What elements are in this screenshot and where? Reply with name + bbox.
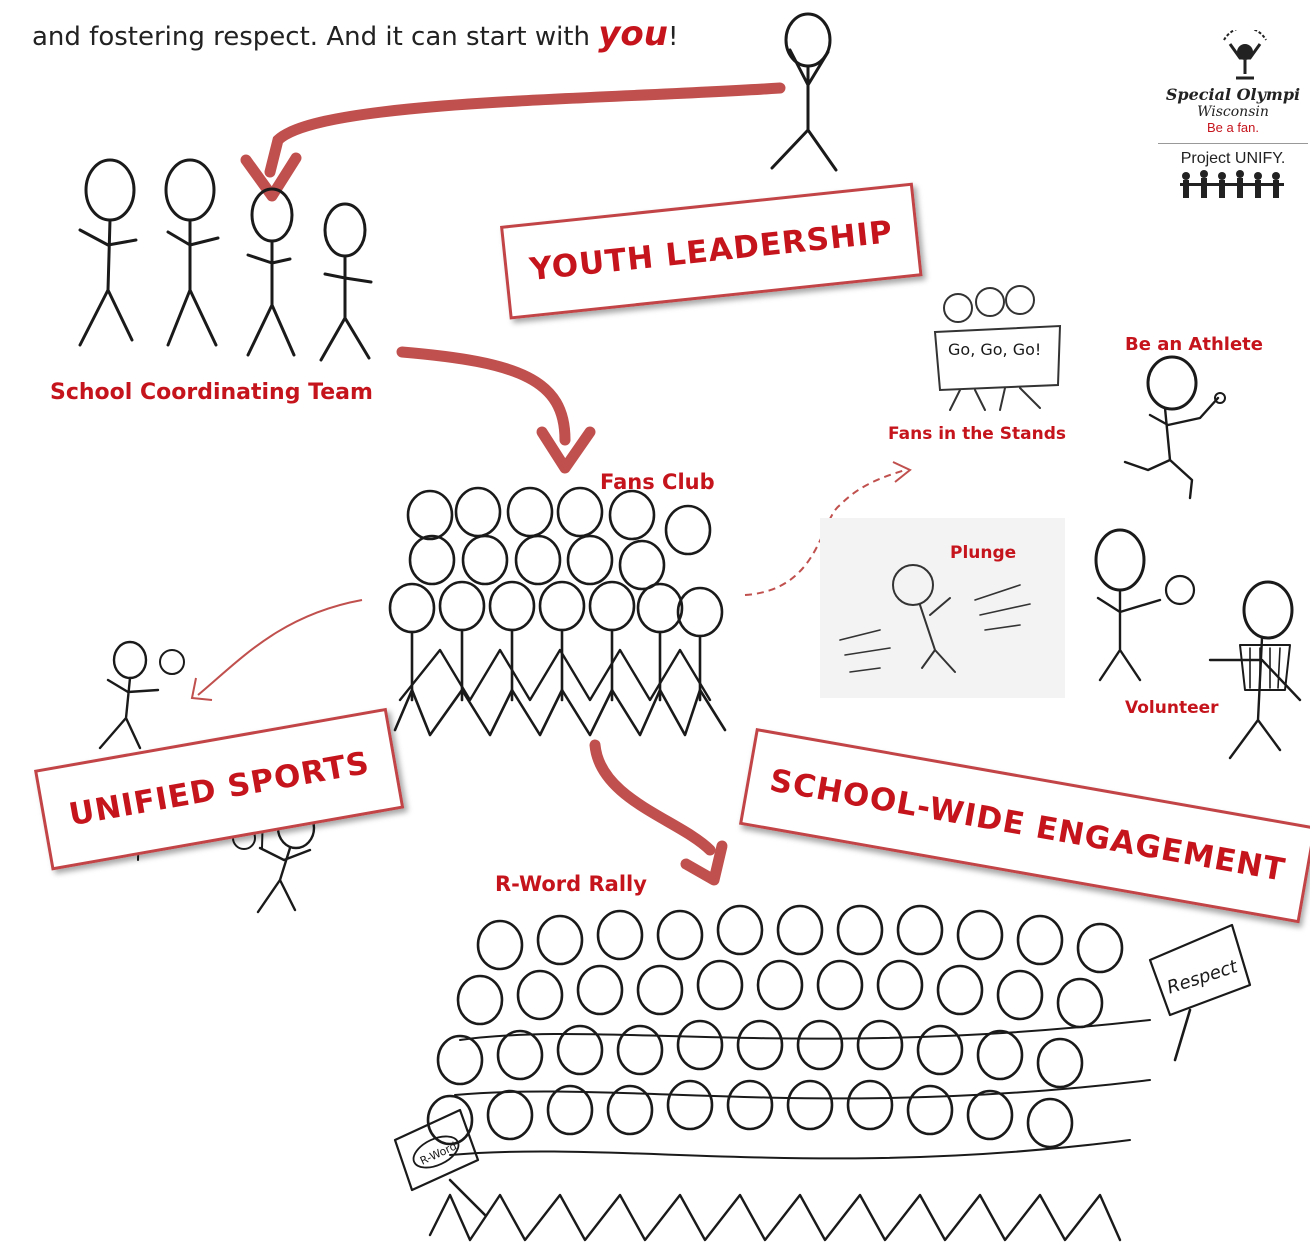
- fans-sign-text: Go, Go, Go!: [948, 340, 1041, 359]
- fans-club-label: Fans Club: [600, 470, 715, 494]
- intro-line: and fostering respect. And it can start …: [32, 14, 678, 54]
- plunge-sketch: [820, 518, 1065, 698]
- arrow-to-unified-sports: [197, 599, 363, 696]
- logo-program: Project UNIFY.: [1180, 150, 1286, 167]
- fans-in-stands-drawing: Go, Go, Go!: [933, 285, 1062, 411]
- athlete-runner: [1123, 355, 1226, 500]
- intro-text: and fostering respect. And it can start …: [32, 22, 599, 52]
- arrow-team-to-fans-club: [396, 346, 571, 446]
- plunge-label: Plunge: [950, 543, 1017, 563]
- arrow-dashed-to-stands: [744, 469, 906, 596]
- logo-name: Special Olympi: [1165, 85, 1301, 104]
- special-olympics-emblem-icon: [1223, 26, 1267, 80]
- volunteer-figures: [1094, 528, 1302, 760]
- school-coordinating-team-label: School Coordinating Team: [50, 380, 373, 405]
- unified-sports-label: UNIFIED SPORTS: [66, 744, 373, 834]
- fans-club-crowd: [388, 486, 727, 737]
- special-olympics-logo: Special Olympi Wisconsin Be a fan. Proje…: [1158, 26, 1308, 250]
- school-coordinating-team-figures: [78, 158, 373, 362]
- arrow-you-to-team: [264, 82, 786, 178]
- fans-in-the-stands-label: Fans in the Stands: [888, 424, 1066, 444]
- youth-figure: [770, 12, 838, 172]
- r-word-rally-label: R-Word Rally: [495, 872, 647, 896]
- arrow-fans-to-rally: [589, 739, 716, 856]
- project-unify-people-icon: [1180, 170, 1284, 198]
- intro-emphasis-you: you: [598, 14, 668, 54]
- volunteer-label: Volunteer: [1125, 698, 1219, 718]
- logo-state: Wisconsin: [1197, 104, 1269, 120]
- be-an-athlete-label: Be an Athlete: [1125, 334, 1263, 355]
- r-word-rally-crowd: Respect R-Word: [393, 904, 1252, 1242]
- logo-tagline: Be a fan.: [1206, 120, 1260, 135]
- youth-leadership-label: YOUTH LEADERSHIP: [527, 214, 895, 289]
- intro-end: !: [667, 22, 679, 52]
